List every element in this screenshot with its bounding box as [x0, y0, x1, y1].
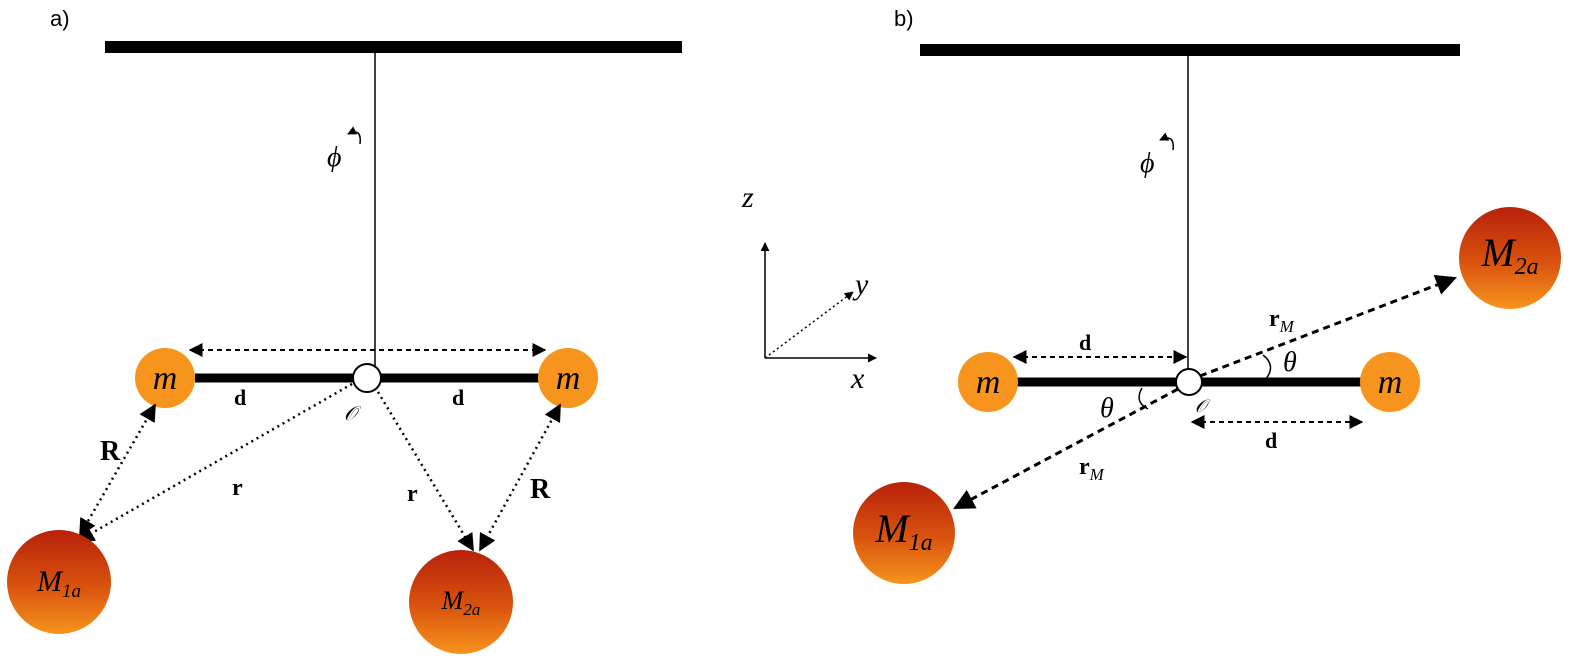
x-axis-label: x — [850, 362, 865, 395]
panel-b-mass-right-label: m — [1378, 364, 1403, 401]
panel-a-pivot-origin — [352, 363, 382, 393]
panel-a-ceiling — [105, 41, 682, 53]
panel-a-large-mass-M1 — [7, 530, 111, 634]
panel-b-rM-upper-vector — [1199, 274, 1457, 378]
panel-b: b) ϕ d d m m 𝒪 θ θ rM rM M1a — [853, 6, 1561, 584]
z-axis-label: z — [741, 181, 754, 214]
panel-a-R-left-label: R — [100, 436, 121, 467]
panel-b-small-mass-left — [958, 352, 1018, 412]
panel-a-R-left-vector — [78, 403, 157, 537]
panel-b-M2-label: M2a — [1480, 230, 1538, 280]
panel-a-r-right-vector — [376, 391, 475, 552]
panel-a-small-mass-right — [538, 348, 598, 408]
panel-b-theta-lower-label: θ — [1100, 393, 1114, 424]
panel-a-d-right-label: d — [452, 385, 464, 410]
panel-a-phi-rotation-arrow — [347, 126, 361, 145]
panel-b-ceiling — [920, 44, 1460, 56]
panel-b-theta-upper-arc — [1262, 354, 1272, 381]
panel-b-theta-upper-label: θ — [1283, 347, 1297, 378]
panel-a-label: a) — [50, 6, 70, 31]
panel-b-rM-upper-label: rM — [1269, 306, 1295, 336]
panel-b-large-mass-M2 — [1459, 207, 1561, 309]
panel-b-label: b) — [894, 6, 914, 31]
panel-b-theta-lower-arc — [1138, 387, 1149, 410]
panel-a-mass-left-label: m — [153, 360, 178, 397]
panel-a-M1-label: M1a — [36, 565, 81, 602]
panel-a-R-right-vector — [478, 403, 562, 552]
panel-b-rM-lower-vector — [953, 387, 1179, 510]
panel-a-R-right-label: R — [530, 474, 551, 505]
panel-a-origin-label: 𝒪 — [344, 403, 362, 425]
y-axis — [764, 291, 854, 359]
panel-a-r-right-label: r — [407, 481, 418, 507]
panel-b-large-mass-M1 — [853, 482, 955, 584]
panel-b-origin-label: 𝒪 — [1195, 396, 1211, 416]
panel-b-small-mass-right — [1360, 352, 1420, 412]
panel-b-pivot-origin — [1175, 368, 1203, 396]
panel-a: a) ϕ d d m m 𝒪 r r R R M1a — [7, 6, 682, 654]
panel-b-phi-rotation-arrow — [1159, 132, 1174, 151]
y-axis-label: y — [852, 268, 869, 301]
panel-b-rM-lower-label: rM — [1079, 454, 1105, 484]
panel-a-mass-right-label: m — [556, 360, 581, 397]
panel-a-M2-label: M2a — [441, 586, 481, 619]
panel-a-d-left-label: d — [234, 385, 246, 410]
panel-a-small-mass-left — [135, 348, 195, 408]
panel-b-mass-left-label: m — [976, 364, 1001, 401]
panel-a-r-left-vector — [76, 382, 353, 543]
panel-b-phi-label: ϕ — [1140, 148, 1155, 179]
panel-a-phi-label: ϕ — [327, 142, 342, 173]
panel-b-d-bottom-label: d — [1265, 428, 1277, 453]
panel-b-d-top-label: d — [1079, 330, 1091, 355]
coordinate-axes: z y x — [741, 181, 877, 395]
panel-b-M1-label: M1a — [874, 506, 932, 556]
panel-a-r-left-label: r — [232, 475, 243, 501]
panel-a-large-mass-M2 — [409, 550, 513, 654]
